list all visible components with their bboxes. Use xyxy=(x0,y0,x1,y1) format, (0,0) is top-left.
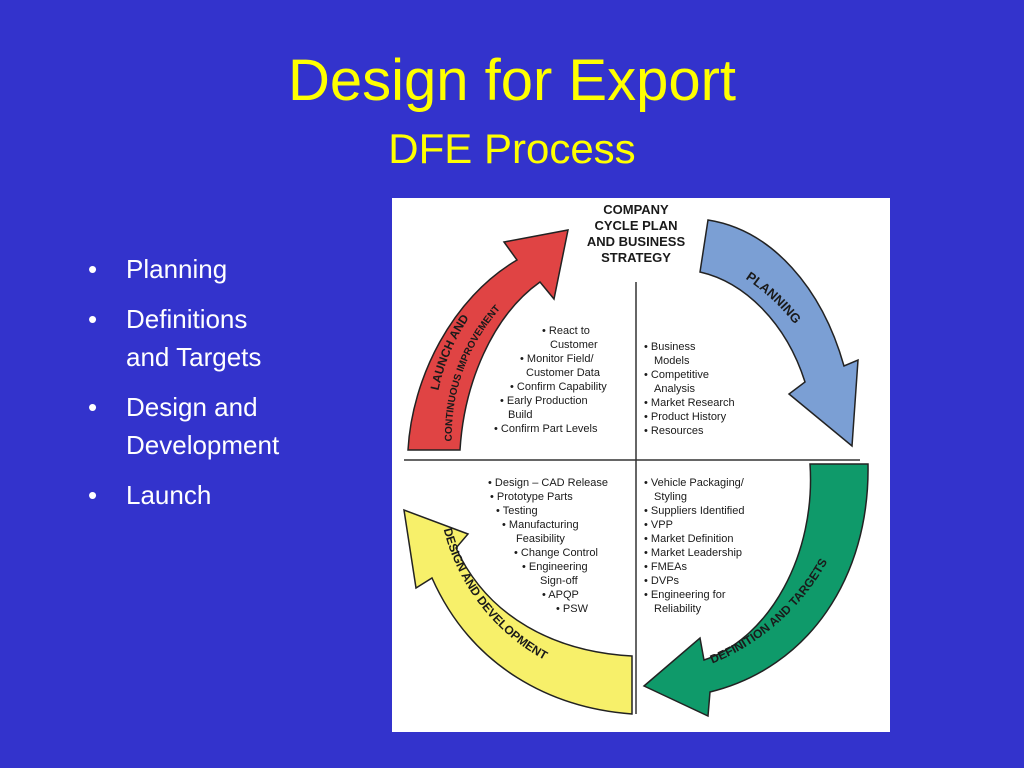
definition-arrow xyxy=(642,463,869,718)
list-item: Sign-off xyxy=(540,575,579,587)
planning-activities-list: • Business Models • Competitive Analysis… xyxy=(644,341,735,437)
design-arrow xyxy=(403,508,633,715)
list-item: Build xyxy=(508,409,532,421)
design-activities-list: • Design – CAD Release • Prototype Parts… xyxy=(488,477,608,615)
list-item: • Confirm Part Levels xyxy=(494,423,598,435)
list-item: • Suppliers Identified xyxy=(644,505,744,517)
list-item: • Business xyxy=(644,341,696,353)
list-item: • Design – CAD Release xyxy=(488,477,608,489)
list-item: • Resources xyxy=(644,425,704,437)
bullet-planning: Planning xyxy=(88,250,378,288)
list-item: • Vehicle Packaging/ xyxy=(644,477,745,489)
dfe-process-diagram: PLANNING DEFINITION AND TARGETS DESIGN A… xyxy=(392,198,890,732)
center-label-line: AND BUSINESS xyxy=(587,234,686,249)
list-item: • Market Definition xyxy=(644,533,733,545)
list-item: • PSW xyxy=(556,603,589,615)
dfe-cycle-svg: PLANNING DEFINITION AND TARGETS DESIGN A… xyxy=(403,202,869,718)
list-item: • Engineering xyxy=(522,561,588,573)
list-item: Customer xyxy=(550,339,598,351)
list-item: • Monitor Field/ xyxy=(520,353,594,365)
launch-activities-list: • React to Customer • Monitor Field/ Cus… xyxy=(494,325,607,435)
center-label-line: COMPANY xyxy=(603,202,669,217)
list-item: • React to xyxy=(542,325,590,337)
list-item: • Engineering for xyxy=(644,589,726,601)
list-item: • APQP xyxy=(542,589,579,601)
list-item: Analysis xyxy=(654,383,695,395)
launch-arrow xyxy=(407,229,569,451)
list-item: Models xyxy=(654,355,690,367)
slide-subtitle: DFE Process xyxy=(388,125,636,172)
list-item: • Confirm Capability xyxy=(510,381,607,393)
planning-arrow xyxy=(699,219,859,448)
list-item: Styling xyxy=(654,491,687,503)
list-item: • VPP xyxy=(644,519,673,531)
list-item: • Manufacturing xyxy=(502,519,579,531)
list-item: • Change Control xyxy=(514,547,598,559)
center-label-line: STRATEGY xyxy=(601,250,671,265)
center-label: COMPANY CYCLE PLAN AND BUSINESS STRATEGY xyxy=(587,202,686,265)
list-item: • Competitive xyxy=(644,369,709,381)
list-item: • Prototype Parts xyxy=(490,491,573,503)
list-item: Reliability xyxy=(654,603,702,615)
list-item: • Early Production xyxy=(500,395,588,407)
center-label-line: CYCLE PLAN xyxy=(594,218,677,233)
bullet-launch: Launch xyxy=(88,476,378,514)
slide-title: Design for Export xyxy=(287,48,737,113)
list-item: Customer Data xyxy=(526,367,601,379)
list-item: • Market Research xyxy=(644,397,735,409)
list-item: • FMEAs xyxy=(644,561,687,573)
list-item: • DVPs xyxy=(644,575,680,587)
list-item: • Testing xyxy=(496,505,538,517)
list-item: • Market Leadership xyxy=(644,547,742,559)
list-item: Feasibility xyxy=(516,533,565,545)
list-item: • Product History xyxy=(644,411,727,423)
definition-activities-list: • Vehicle Packaging/ Styling • Suppliers… xyxy=(644,477,745,615)
